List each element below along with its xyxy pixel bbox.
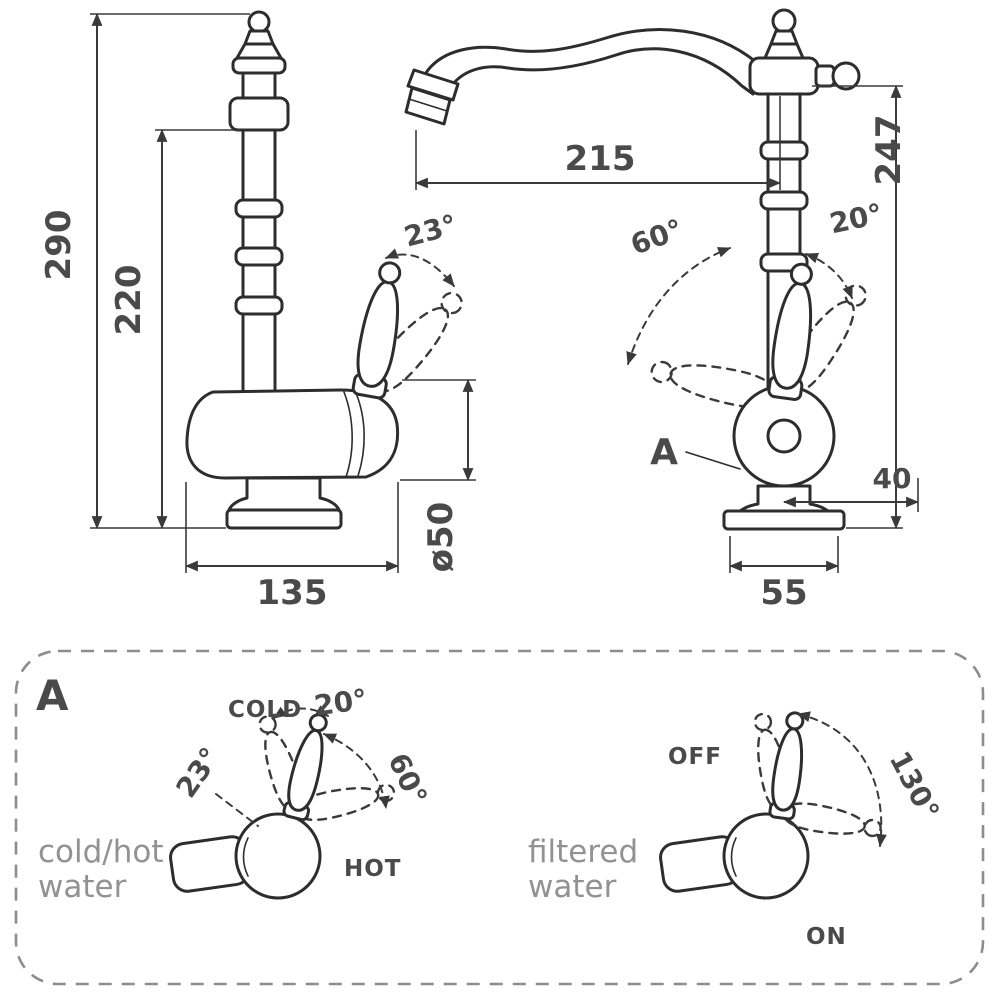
dim-spout-height: 247 <box>869 115 909 186</box>
spout-aerator <box>404 86 452 126</box>
dim-diameter: ø50 <box>421 502 461 573</box>
label-off: OFF <box>668 744 722 770</box>
spout-outlet-flange <box>406 68 460 102</box>
faucet-side-view <box>185 10 463 530</box>
dim-handle-angle-left: 23° <box>401 208 461 254</box>
angle-range-label: 130° <box>883 746 946 825</box>
angle-open-label: 20° <box>312 683 369 723</box>
panel-border <box>14 649 985 986</box>
label-on: ON <box>806 924 847 950</box>
handle-solid <box>351 261 402 400</box>
cold-hot-diagram: COLD 20° 60° 23° HOT cold/hot water <box>38 683 434 905</box>
angle-tilt-label: 23° <box>170 741 227 803</box>
caption-filtered-2: water <box>528 869 617 905</box>
side-knob <box>831 61 861 91</box>
dim-offset: 40 <box>873 462 912 495</box>
label-hot: HOT <box>344 856 402 882</box>
detail-marker-a: A <box>650 432 678 473</box>
dim-overall-height: 290 <box>39 210 79 281</box>
dim-base-width-left: 135 <box>257 573 328 613</box>
dim-swivel-angle: 60° <box>626 213 687 262</box>
panel-marker-a: A <box>36 671 69 720</box>
caption-filtered-1: filtered <box>528 834 638 870</box>
dim-handle-angle-right: 20° <box>827 197 886 240</box>
caption-coldhot-2: water <box>38 869 127 905</box>
dimensions-right-view: 215 247 60° 20° 40 55 A <box>414 84 920 613</box>
dim-body-height: 220 <box>109 265 149 336</box>
label-cold: COLD <box>228 697 302 723</box>
dim-base-width-right: 55 <box>760 573 807 613</box>
faucet-front-view <box>404 8 867 531</box>
detail-panel: A <box>14 649 985 986</box>
filtered-diagram: OFF 130° ON filtered water <box>528 711 946 950</box>
handle-solid-front <box>767 262 813 401</box>
dim-spout-reach: 215 <box>565 139 636 179</box>
caption-coldhot-1: cold/hot <box>38 834 164 870</box>
